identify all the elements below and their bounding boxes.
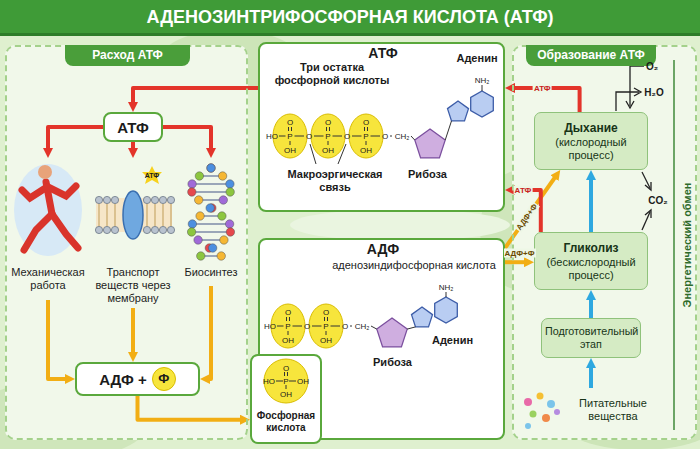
atom-label: O: [287, 118, 293, 127]
atom-label: OH: [322, 146, 334, 155]
node-text: АТФ: [348, 45, 418, 61]
atom-label: HO: [266, 132, 278, 141]
flow-arrow: [131, 308, 135, 354]
flow-arrow: [513, 190, 541, 232]
note-label: O₂: [646, 61, 658, 72]
flow-arrow: [589, 178, 593, 232]
node-text: (кислородный процесс): [538, 136, 644, 162]
note-label: H₂O: [644, 87, 663, 98]
work-item: Транспорт веществ через мембрану: [90, 158, 176, 308]
node-text: Механическая работа: [11, 266, 85, 292]
atom-label: CH₂: [395, 132, 410, 141]
node-text: АДФ: [348, 241, 418, 257]
node-text: АТФ: [117, 119, 148, 136]
node-text: (бескислородный процесс): [538, 256, 644, 282]
node-text: Аденин: [450, 52, 504, 65]
flow-arrow: [133, 88, 258, 104]
node-text: Расход АТФ: [65, 45, 190, 66]
atom-label: O: [344, 132, 350, 141]
node-text: Дыхание: [564, 121, 617, 136]
runner-figure: [14, 164, 82, 256]
atom-label: O: [342, 322, 348, 331]
membrane-figure: [95, 166, 174, 239]
atom-label: HO: [263, 377, 275, 386]
node-text: Рибоза: [400, 168, 455, 181]
node-text: Рибоза: [365, 356, 420, 369]
node-text: Фосфорная кислота: [252, 410, 320, 434]
atom-label: O: [285, 308, 291, 317]
arrow-label: АДФ+Ф: [504, 249, 536, 258]
node-text: Три остатка фосфорной кислоты: [266, 61, 398, 87]
flow-arrow: [48, 127, 103, 150]
atom-label: O: [325, 118, 331, 127]
note-label: CO₂: [648, 195, 667, 206]
work-item: Механическая работа: [8, 158, 88, 300]
atom-label: P: [287, 132, 292, 141]
atom-label: OH: [360, 146, 372, 155]
flow-arrow: [48, 300, 67, 379]
flow-arrow: [208, 286, 211, 379]
flow-arrow: [589, 366, 593, 388]
formation-panel: Образование АТФ Дыхание(кислородный проце…: [512, 45, 697, 440]
node-text: Транспорт веществ через мембрану: [93, 266, 173, 305]
atom-label: O: [306, 132, 312, 141]
note-label: АТФ: [145, 172, 160, 180]
flow-arrow: [138, 396, 243, 420]
nutrient-dots: [524, 393, 560, 430]
node-text: Гликолиз: [563, 241, 618, 256]
work-item: Биосинтез: [178, 158, 244, 286]
atom-label: OH: [280, 390, 292, 399]
atom-label: P: [325, 132, 330, 141]
atom-label: NH₂: [439, 283, 454, 292]
atp-box: АТФ: [103, 112, 163, 142]
atom-label: CH₂: [355, 322, 370, 331]
atom-label: OH: [282, 336, 294, 345]
atp-structure-box: АТФТри остатка фосфорной кислоты АденинМа…: [258, 42, 505, 212]
node-text: Образование АТФ: [526, 45, 656, 66]
atom-label: OH: [297, 377, 309, 386]
process-box: Гликолиз(бескислородный процесс): [534, 232, 648, 290]
atom-label: P: [363, 132, 368, 141]
flow-arrow: [505, 260, 526, 264]
atom-label: OH: [320, 336, 332, 345]
atom-label: NH₂: [475, 76, 490, 85]
source-item: Питательные вещества: [520, 388, 665, 432]
process-box: Подготовительный этап: [541, 318, 641, 358]
atom-label: O: [382, 132, 388, 141]
flow-arrow: [163, 127, 211, 150]
node-text: Подготовительный этап: [545, 325, 637, 351]
arrow-label: АТФ: [533, 83, 552, 92]
atom-label: P: [283, 377, 288, 386]
atom-label: O: [363, 118, 369, 127]
flow-arrow: [131, 142, 135, 150]
consumption-panel: Расход АТФ АТФ Механическая работа Транспор…: [5, 45, 248, 440]
atom-label: P: [285, 322, 290, 331]
bracket-line: [674, 60, 675, 430]
node-text: Макроэргическая связь: [278, 168, 392, 194]
node-text: Аденин: [425, 334, 480, 347]
node-text: аденозиндифосфорная кислота: [328, 259, 500, 272]
dna-figure: [187, 164, 234, 260]
atom-label: OH: [284, 146, 296, 155]
adp-sum-box: АДФ + Ф: [75, 362, 200, 396]
note-label: Энергетический обмен: [681, 183, 693, 308]
atom-label: O: [283, 364, 289, 373]
title-band: [0, 0, 700, 36]
node-text: Ф: [152, 367, 176, 391]
atom-label: HO: [264, 322, 276, 331]
flow-arrow: [589, 298, 593, 318]
title-text: АДЕНОЗИНТРИФОСФОРНАЯ КИСЛОТА (АТФ): [0, 0, 700, 35]
node-text: АДФ +: [99, 371, 147, 388]
atom-label: O: [323, 308, 329, 317]
process-box: Дыхание(кислородный процесс): [534, 112, 648, 170]
node-text: Биосинтез: [184, 266, 237, 279]
atom-label: P: [323, 322, 328, 331]
arrow-label: АТФ: [514, 185, 533, 194]
node-text: Питательные вещества: [564, 397, 662, 423]
atom-label: O: [304, 322, 310, 331]
